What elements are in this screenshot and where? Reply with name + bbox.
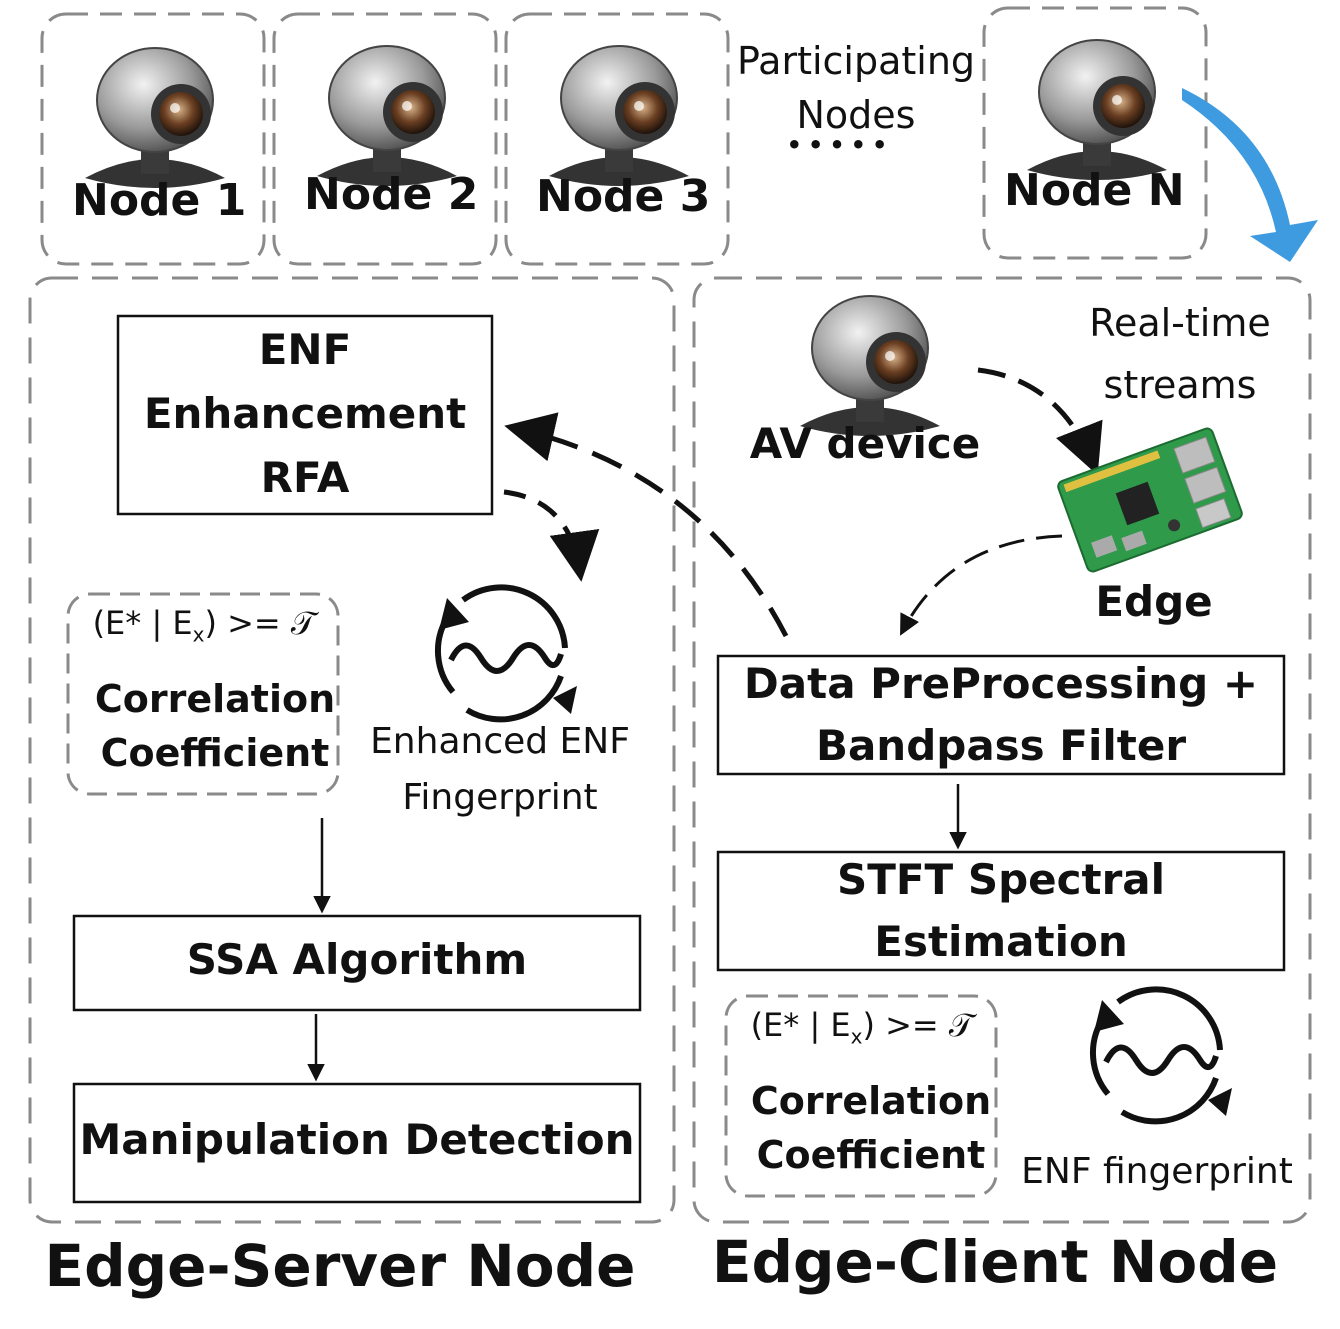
client-formula: (E* | Ex) >= 𝒯 (750, 1006, 974, 1049)
nodeN-camera-icon (1026, 39, 1168, 181)
nodeN-label: Node N (1004, 165, 1185, 216)
node2-box (272, 12, 498, 266)
server-fingerprint-line1: Enhanced ENF (370, 721, 630, 762)
node1-box (40, 12, 266, 266)
client-region (692, 276, 1312, 1224)
enf-box-line2: Enhancement (143, 389, 467, 438)
client-fingerprint-label: ENF fingerprint (1021, 1151, 1293, 1192)
node1-label: Node 1 (72, 175, 247, 226)
preproc-line2: Bandpass Filter (815, 721, 1187, 770)
preproc-to-enf-arrow (504, 412, 789, 638)
ssa-label: SSA Algorithm (186, 935, 528, 984)
node2-label: Node 2 (304, 169, 479, 220)
stft-box (716, 850, 1286, 972)
client-corr-box (724, 994, 998, 1198)
node3-camera-icon (548, 45, 690, 187)
node3-label: Node 3 (536, 171, 711, 222)
server-corr-line2: Coefficient (100, 731, 330, 775)
participating-label-line1: Participating (736, 39, 976, 83)
preproc-line1: Data PreProcessing + (743, 659, 1259, 708)
edge-board-icon (1057, 427, 1243, 573)
realtime-line2: streams (1103, 363, 1257, 407)
enf-to-fingerprint-arrow (503, 489, 600, 582)
av-to-edge-arrow (977, 367, 1103, 476)
node2-camera-icon (316, 45, 458, 187)
server-corr-line1: Correlation (94, 677, 336, 721)
node3-box (504, 12, 730, 266)
edge-to-preproc-arrow (900, 534, 1063, 636)
enf-enhancement-box (116, 314, 494, 516)
client-corr-line2: Coefficient (756, 1133, 986, 1177)
ellipsis-dots: ••••• (786, 131, 894, 159)
stft-line1: STFT Spectral (836, 855, 1166, 904)
realtime-line1: Real-time (1089, 301, 1271, 345)
stft-line2: Estimation (874, 917, 1128, 966)
client-corr-line1: Correlation (750, 1079, 992, 1123)
client-cycle-icon (1089, 986, 1232, 1125)
av-device-label: AV device (749, 419, 981, 468)
node1-camera-icon (84, 47, 226, 189)
server-cycle-icon (434, 584, 577, 723)
manip-box (72, 1082, 642, 1204)
edge-label: Edge (1095, 577, 1213, 626)
blue-flow-arrow (1182, 88, 1318, 262)
server-corr-box (66, 592, 340, 796)
nodeN-box (982, 6, 1208, 260)
server-formula: (E* | Ex) >= 𝒯 (92, 604, 316, 647)
ssa-box (72, 914, 642, 1012)
server-region (28, 276, 676, 1224)
server-title: Edge-Server Node (44, 1232, 636, 1300)
client-title: Edge-Client Node (711, 1228, 1279, 1296)
participating-label-line2: Nodes (796, 93, 916, 137)
server-fingerprint-line2: Fingerprint (402, 777, 598, 818)
preproc-box (716, 654, 1286, 776)
enf-box-line1: ENF (258, 325, 352, 374)
av-device-camera-icon (799, 295, 941, 437)
manip-label: Manipulation Detection (79, 1115, 635, 1164)
enf-box-line3: RFA (260, 453, 350, 502)
